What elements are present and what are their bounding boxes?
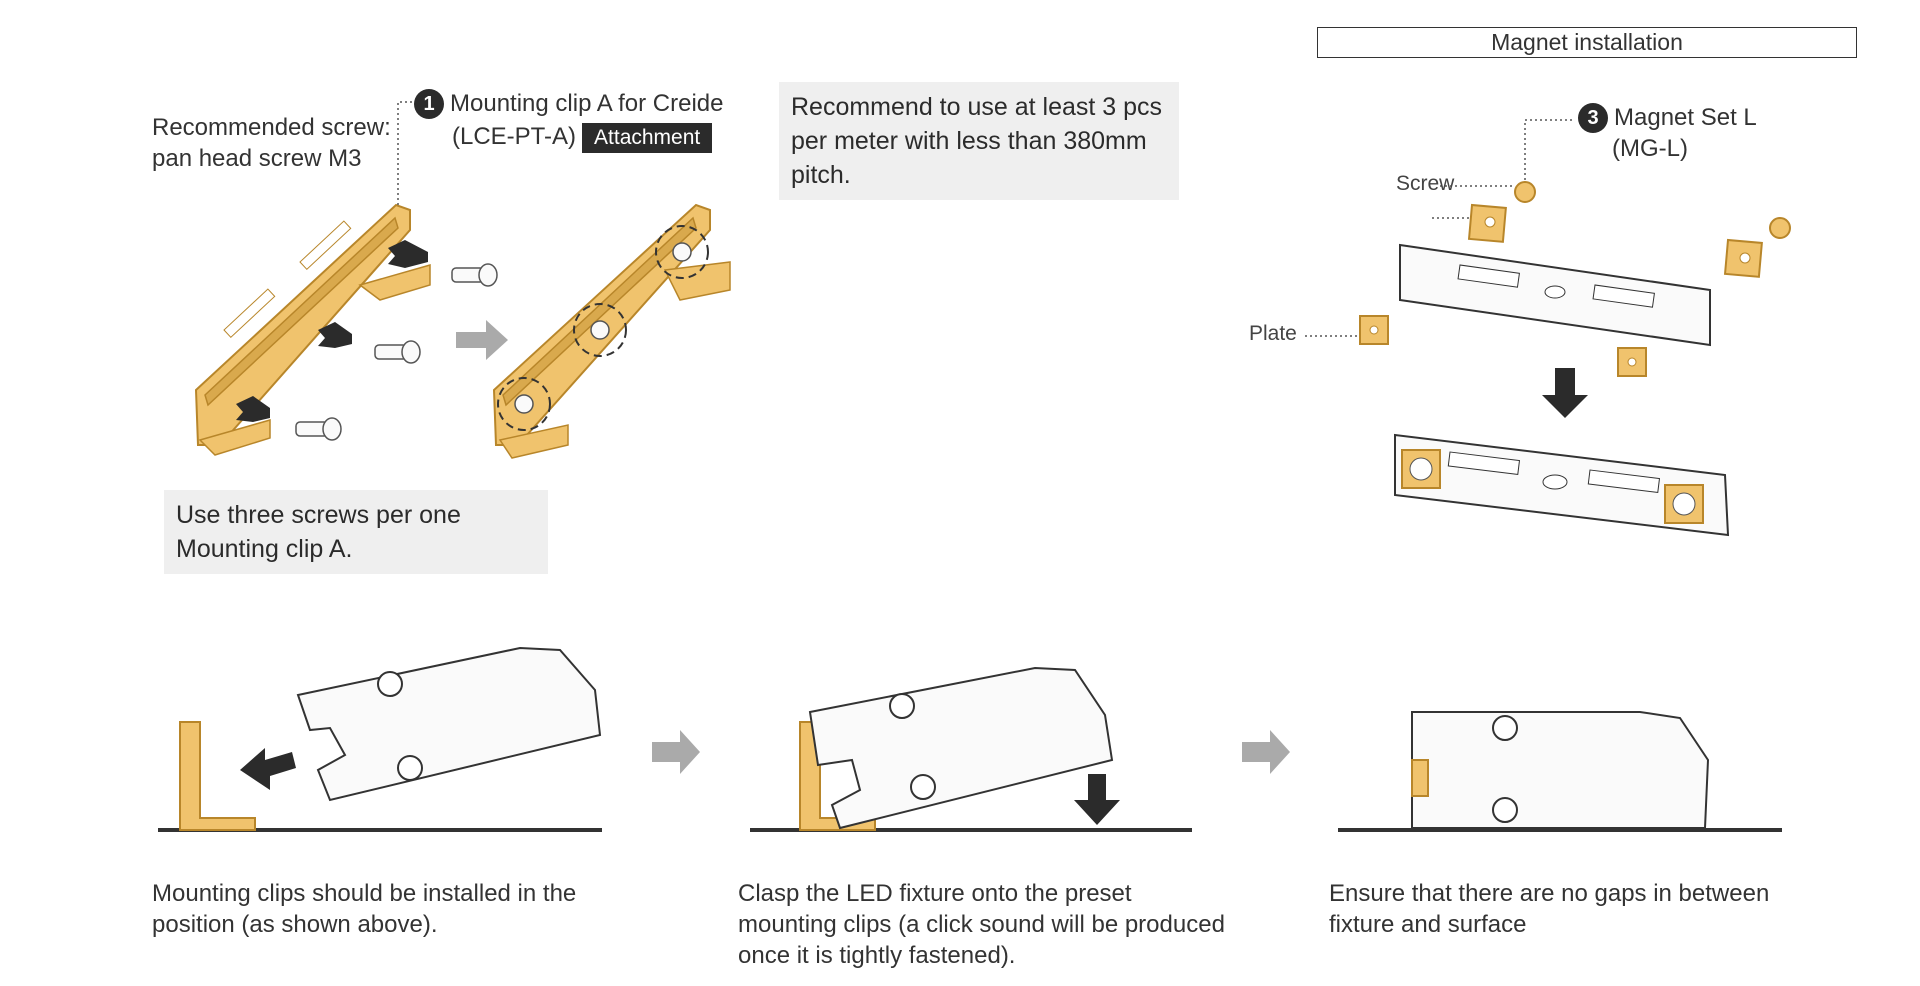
- three-screws-note: Use three screws per one Mounting clip A…: [164, 490, 548, 574]
- clip-name-line2: (LCE-PT-A): [452, 123, 577, 150]
- step2-caption: Clasp the LED fixture onto the preset mo…: [738, 880, 1225, 969]
- clip-number-badge: 1: [414, 89, 444, 119]
- magnet-set-name-line1: Magnet Set L: [1614, 104, 1757, 131]
- step3-illustration: [1338, 711, 1782, 832]
- step3-caption: Ensure that there are no gaps in between…: [1329, 880, 1770, 938]
- magnet-set-name-line2: (MG-L): [1612, 135, 1688, 162]
- screw-note-line1: Recommended screw:: [152, 114, 391, 141]
- screw-note-line2: pan head screw M3: [152, 145, 362, 172]
- step1-caption: Mounting clips should be installed in th…: [152, 880, 577, 938]
- clip-leader-line: [397, 101, 412, 205]
- mounting-clip-with-arrows: [194, 203, 498, 456]
- step-arrow-2: [1242, 730, 1290, 774]
- magnet-set-exploded: [1305, 119, 1791, 377]
- next-arrow: [456, 320, 508, 360]
- pitch-recommendation-note: Recommend to use at least 3 pcs per mete…: [779, 82, 1179, 200]
- magnet-installation-title: Magnet installation: [1317, 27, 1857, 58]
- magnet-set-assembled: [1394, 433, 1730, 537]
- screw-label: Screw: [1396, 172, 1455, 195]
- assembled-clip: [492, 203, 731, 459]
- attachment-tag: Attachment: [582, 123, 713, 153]
- step-arrow-1: [652, 730, 700, 774]
- down-arrow: [1542, 368, 1588, 418]
- step2-illustration: [750, 666, 1192, 832]
- magnet-set-number-badge: 3: [1578, 103, 1608, 133]
- clip-name-line1: Mounting clip A for Creide: [450, 90, 724, 117]
- plate-label: Plate: [1249, 322, 1297, 345]
- recommended-screw-note: Recommended screw: pan head screw M3: [152, 112, 391, 174]
- step1-illustration: [158, 646, 602, 832]
